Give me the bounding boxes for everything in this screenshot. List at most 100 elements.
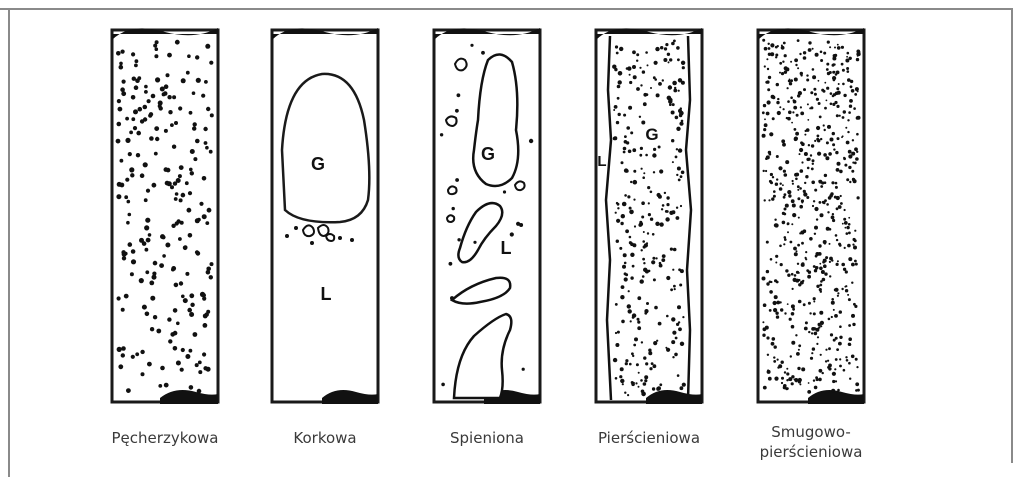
dot	[803, 56, 807, 60]
dot	[116, 51, 121, 56]
dot	[849, 105, 852, 108]
dot	[824, 107, 827, 110]
dot	[813, 301, 815, 303]
dot	[150, 296, 155, 301]
dot	[657, 193, 661, 197]
gas-slug	[282, 74, 369, 222]
dot	[854, 305, 857, 308]
dot	[146, 238, 151, 243]
dot	[677, 167, 681, 171]
dot	[652, 257, 655, 260]
dot	[769, 132, 773, 136]
dot	[648, 349, 651, 352]
pipe-wispy-annular-flow	[758, 28, 864, 404]
dot	[848, 337, 852, 341]
dot	[820, 185, 823, 188]
dot	[795, 173, 799, 177]
dot	[844, 164, 847, 167]
dot	[149, 281, 154, 286]
dot	[808, 144, 810, 146]
dot	[629, 74, 631, 76]
dot	[844, 209, 846, 211]
pipe-bubble-flow	[112, 28, 218, 404]
dot	[817, 152, 821, 156]
dot	[839, 336, 842, 339]
dot	[812, 68, 815, 71]
dot	[843, 369, 846, 372]
dot	[776, 83, 779, 86]
dot	[772, 337, 776, 341]
dot	[796, 250, 798, 252]
dot	[834, 314, 838, 318]
dot	[827, 366, 830, 369]
dot	[640, 279, 644, 283]
dot	[767, 88, 770, 91]
dot	[840, 195, 842, 197]
dot	[787, 231, 789, 233]
dot	[770, 258, 773, 261]
dot	[143, 162, 148, 167]
dot	[628, 309, 632, 313]
dot	[197, 389, 202, 394]
dot	[674, 87, 676, 89]
dot	[140, 350, 144, 354]
dot	[176, 322, 180, 326]
dot	[776, 101, 779, 104]
dot	[779, 106, 781, 108]
dot	[195, 139, 200, 144]
dot	[812, 75, 816, 79]
dot	[613, 358, 617, 362]
dot	[799, 53, 801, 55]
dot	[801, 199, 804, 202]
bubble	[350, 238, 354, 242]
dot	[160, 87, 165, 92]
dot	[519, 223, 523, 227]
dot	[145, 270, 149, 274]
dot	[131, 95, 136, 100]
dot	[658, 322, 662, 326]
dot	[794, 58, 798, 62]
dot	[831, 259, 833, 261]
dot	[188, 233, 193, 238]
dot	[180, 368, 184, 372]
dot	[792, 180, 794, 182]
dot	[811, 181, 815, 185]
dot	[172, 95, 176, 99]
dot	[620, 222, 623, 225]
dot	[839, 244, 842, 247]
dot	[835, 182, 838, 185]
dot	[812, 48, 814, 50]
dot	[642, 258, 645, 261]
dot	[773, 301, 777, 305]
dot	[661, 208, 663, 210]
dot	[766, 112, 770, 116]
dot	[846, 56, 848, 58]
dot	[205, 221, 209, 225]
dot	[798, 91, 802, 95]
dot	[121, 50, 125, 54]
dot	[131, 117, 135, 121]
dot	[623, 114, 626, 117]
dot	[836, 105, 839, 108]
dot	[794, 128, 797, 131]
dot	[764, 65, 766, 67]
dot	[207, 208, 212, 213]
dot	[797, 67, 799, 69]
dot	[171, 266, 176, 271]
dot	[845, 127, 847, 129]
dot	[668, 61, 670, 63]
dot	[837, 162, 841, 166]
dot	[817, 336, 819, 338]
dot	[664, 192, 666, 194]
dot	[836, 114, 839, 117]
dot	[820, 354, 822, 356]
dot	[781, 46, 785, 50]
dot	[816, 285, 819, 288]
dot	[797, 185, 800, 188]
dot	[647, 186, 650, 189]
dot	[503, 190, 506, 193]
dot	[813, 88, 816, 91]
dot	[848, 324, 851, 327]
dot	[637, 326, 641, 330]
dot	[117, 296, 121, 300]
